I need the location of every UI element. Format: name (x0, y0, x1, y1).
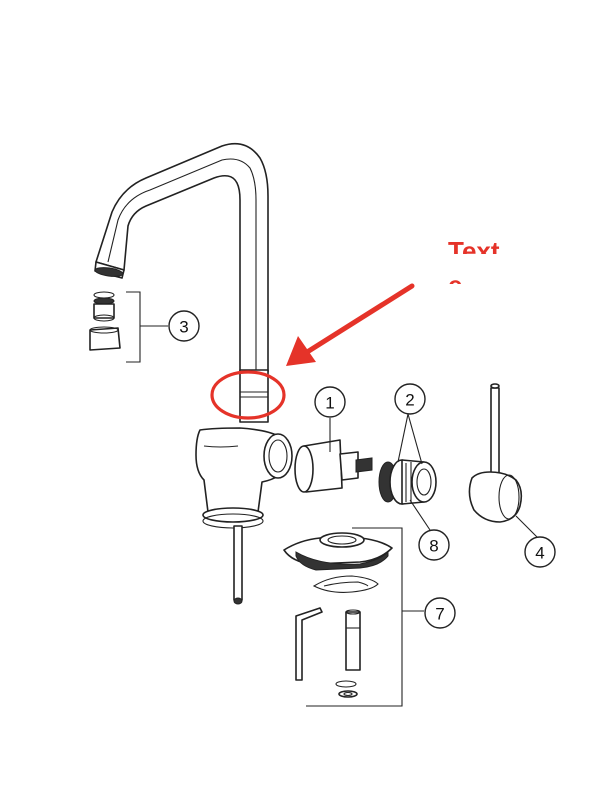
annotation-text-line2: e (448, 270, 462, 300)
arrow-head-icon (286, 336, 316, 366)
callout-4: 4 (524, 536, 556, 568)
callout-7: 7 (424, 597, 456, 629)
faucet-body (195, 427, 293, 605)
spout-collar (239, 369, 269, 423)
leader-lines (329, 413, 541, 541)
annotation-text-line1: Text (448, 236, 500, 266)
part-7-mounting-kit (283, 532, 393, 698)
part-1-cartridge (294, 439, 373, 493)
callout-1: 1 (314, 386, 346, 418)
bracket-7 (306, 527, 424, 707)
callout-7-label: 7 (435, 605, 444, 624)
callout-2-label: 2 (405, 391, 414, 410)
callout-2: 2 (394, 383, 426, 415)
arrow-shaft (301, 283, 415, 357)
callout-8: 8 (418, 529, 450, 561)
red-annotation: Text e (210, 236, 500, 420)
callout-1-label: 1 (325, 394, 334, 413)
part-2-nut (378, 459, 437, 505)
callout-8-label: 8 (429, 537, 438, 556)
bracket-3 (126, 291, 168, 363)
callout-4-label: 4 (535, 544, 544, 563)
part-4-handle (468, 383, 523, 523)
callout-3-label: 3 (179, 318, 188, 337)
aerator-parts (89, 291, 121, 351)
callout-3: 3 (168, 310, 200, 342)
highlight-circle (210, 370, 286, 420)
